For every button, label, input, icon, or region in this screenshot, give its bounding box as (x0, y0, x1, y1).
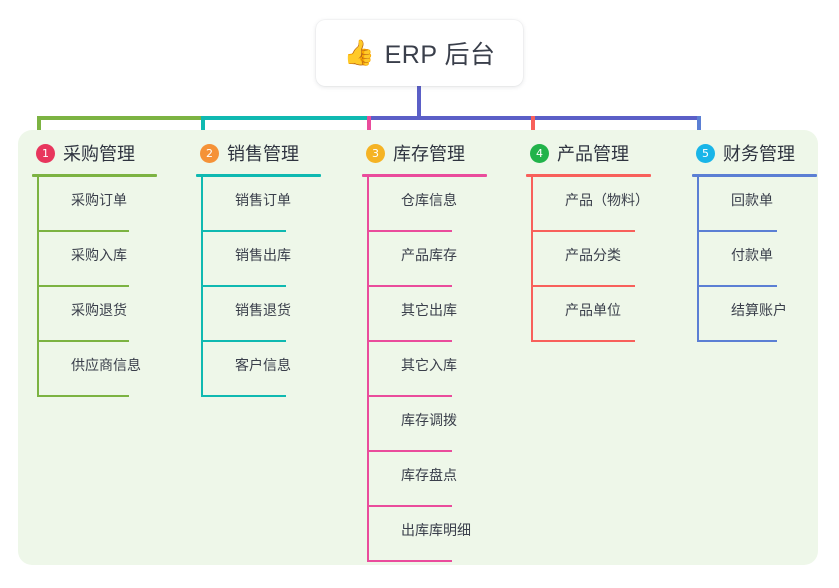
leaf-item-underline (531, 285, 635, 287)
leaf-item-underline (367, 450, 452, 452)
leaf-item-label: 仓库信息 (401, 192, 457, 208)
thumbs-up-icon: 👍 (343, 38, 375, 67)
column-title-4: 产品管理 (557, 144, 629, 164)
diagram-panel: 1 采购管理采购订单采购入库采购退货供应商信息 2 销售管理销售订单销售出库销售退货客… (18, 130, 818, 565)
leaf-item-label: 其它入库 (401, 357, 457, 373)
column-4: 4 产品管理产品（物料） 产品分类产品单位 (512, 130, 651, 342)
leaf-item-underline (367, 505, 452, 507)
leaf-item-label: 其它出库 (401, 302, 457, 318)
bus-segment-teal (201, 116, 371, 120)
root-title: ERP 后台 (384, 41, 496, 69)
leaf-item-underline (201, 340, 286, 342)
leaf-item-underline (367, 285, 452, 287)
leaf-item-underline (201, 395, 286, 397)
column-spine-5 (697, 177, 699, 342)
column-underline-3 (362, 174, 487, 177)
column-1: 1 采购管理采购订单采购入库采购退货供应商信息 (18, 130, 157, 397)
column-spine-3 (367, 177, 369, 562)
leaf-item-underline (697, 340, 777, 342)
leaf-item-underline (37, 395, 129, 397)
leaf-item-underline (201, 230, 286, 232)
leaf-item-label: 采购入库 (71, 247, 127, 263)
leaf-item-underline (367, 395, 452, 397)
column-underline-4 (526, 174, 651, 177)
leaf-item-underline (531, 230, 635, 232)
leaf-item-label: 供应商信息 (71, 357, 141, 373)
leaf-item-label: 销售退货 (235, 302, 291, 318)
leaf-item-label: 产品单位 (565, 302, 621, 318)
column-3: 3 库存管理仓库信息产品库存其它出库其它入库库存调拨库存盘点出库库明细 (348, 130, 487, 562)
leaf-item-label: 销售订单 (235, 192, 291, 208)
leaf-item-underline (37, 230, 129, 232)
column-header-5[interactable]: 5 财务管理 (678, 130, 795, 176)
column-underline-2 (196, 174, 321, 177)
leaf-item-underline (367, 560, 452, 562)
leaf-item-label: 客户信息 (235, 357, 291, 373)
bus-segment-green (37, 116, 205, 120)
root-node[interactable]: 👍 ERP 后台 (316, 20, 523, 86)
leaf-item-underline (697, 285, 777, 287)
column-title-5: 财务管理 (723, 144, 795, 164)
leaf-item-label: 产品（物料） (565, 192, 649, 208)
column-header-4[interactable]: 4 产品管理 (512, 130, 629, 176)
column-underline-1 (32, 174, 157, 177)
column-5: 5 财务管理回款单付款单结算账户 (678, 130, 817, 342)
leaf-item-label: 产品库存 (401, 247, 457, 263)
column-spine-1 (37, 177, 39, 397)
leaf-item-label: 采购退货 (71, 302, 127, 318)
column-2: 2 销售管理销售订单销售出库销售退货客户信息 (182, 130, 321, 397)
leaf-item-underline (531, 340, 635, 342)
leaf-item-label: 采购订单 (71, 192, 127, 208)
column-spine-2 (201, 177, 203, 397)
leaf-item-underline (697, 230, 777, 232)
leaf-item-underline (201, 285, 286, 287)
column-header-1[interactable]: 1 采购管理 (18, 130, 135, 176)
column-spine-4 (531, 177, 533, 342)
leaf-item-label: 付款单 (731, 247, 773, 263)
leaf-item-underline (367, 340, 452, 342)
column-number-badge-4: 4 (530, 143, 549, 163)
column-header-2[interactable]: 2 销售管理 (182, 130, 299, 176)
leaf-item-label: 库存盘点 (401, 467, 457, 483)
leaf-item-underline (37, 285, 129, 287)
leaf-item-label: 结算账户 (731, 302, 787, 318)
column-number-badge-2: 2 (200, 143, 219, 163)
column-number-badge-1: 1 (36, 143, 55, 163)
column-underline-5 (692, 174, 817, 177)
root-stem-connector (417, 86, 421, 116)
leaf-item-label: 回款单 (731, 192, 773, 208)
leaf-item-label: 销售出库 (235, 247, 291, 263)
column-title-2: 销售管理 (227, 144, 299, 164)
column-number-badge-3: 3 (366, 143, 385, 163)
column-header-3[interactable]: 3 库存管理 (348, 130, 465, 176)
column-title-1: 采购管理 (63, 144, 135, 164)
column-number-badge-5: 5 (696, 143, 715, 163)
leaf-item-label: 产品分类 (565, 247, 621, 263)
leaf-item-label: 出库库明细 (401, 522, 471, 538)
column-title-3: 库存管理 (393, 144, 465, 164)
leaf-item-label: 库存调拨 (401, 412, 457, 428)
leaf-item-underline (37, 340, 129, 342)
leaf-item-underline (367, 230, 452, 232)
